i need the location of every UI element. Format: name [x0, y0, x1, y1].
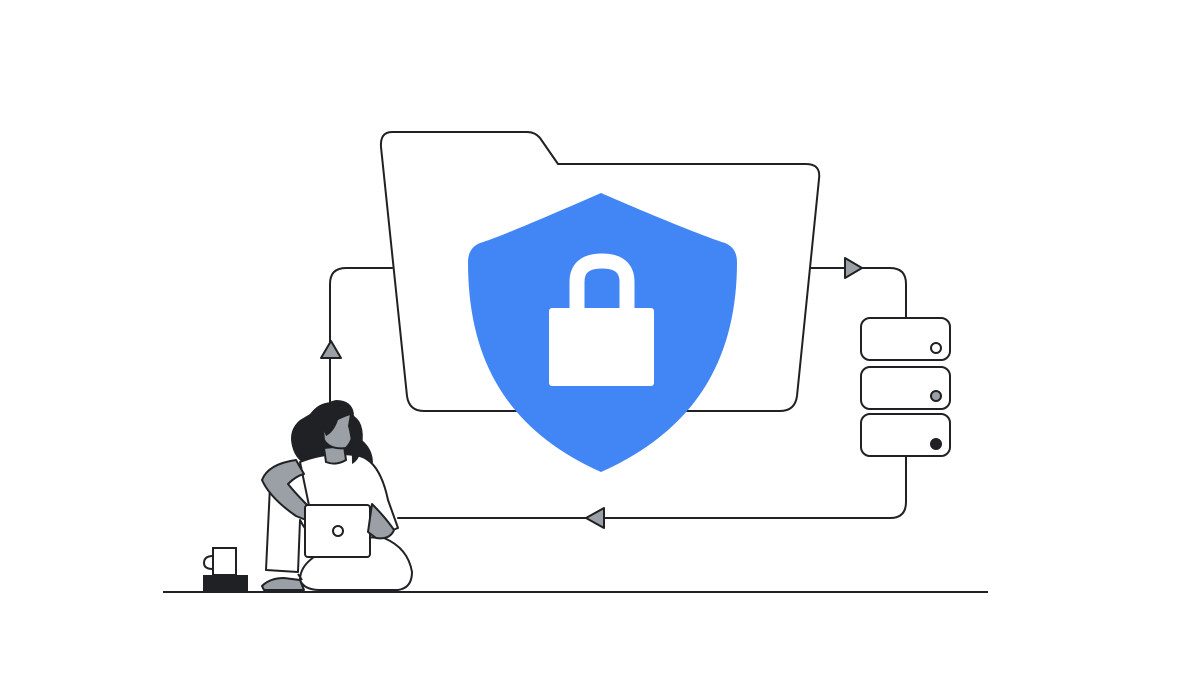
- data-flow-loop: [320, 257, 907, 529]
- right-arm: [367, 503, 395, 540]
- server-unit: [860, 317, 951, 361]
- padlock-icon: [549, 253, 654, 386]
- mug-icon: [202, 547, 248, 592]
- server-stack-icon: [860, 317, 951, 457]
- status-light-white: [930, 342, 942, 354]
- foot: [261, 577, 305, 591]
- status-light-black: [930, 438, 942, 450]
- arrow-left-icon: [585, 507, 605, 529]
- server-unit: [860, 366, 951, 410]
- person-with-laptop-icon: [261, 400, 413, 591]
- server-unit: [860, 413, 951, 457]
- arrow-up-icon: [320, 340, 342, 359]
- folder-icon: [379, 131, 821, 412]
- arrow-right-icon: [844, 257, 863, 279]
- laptop-logo: [332, 525, 344, 537]
- status-light-gray: [930, 390, 942, 402]
